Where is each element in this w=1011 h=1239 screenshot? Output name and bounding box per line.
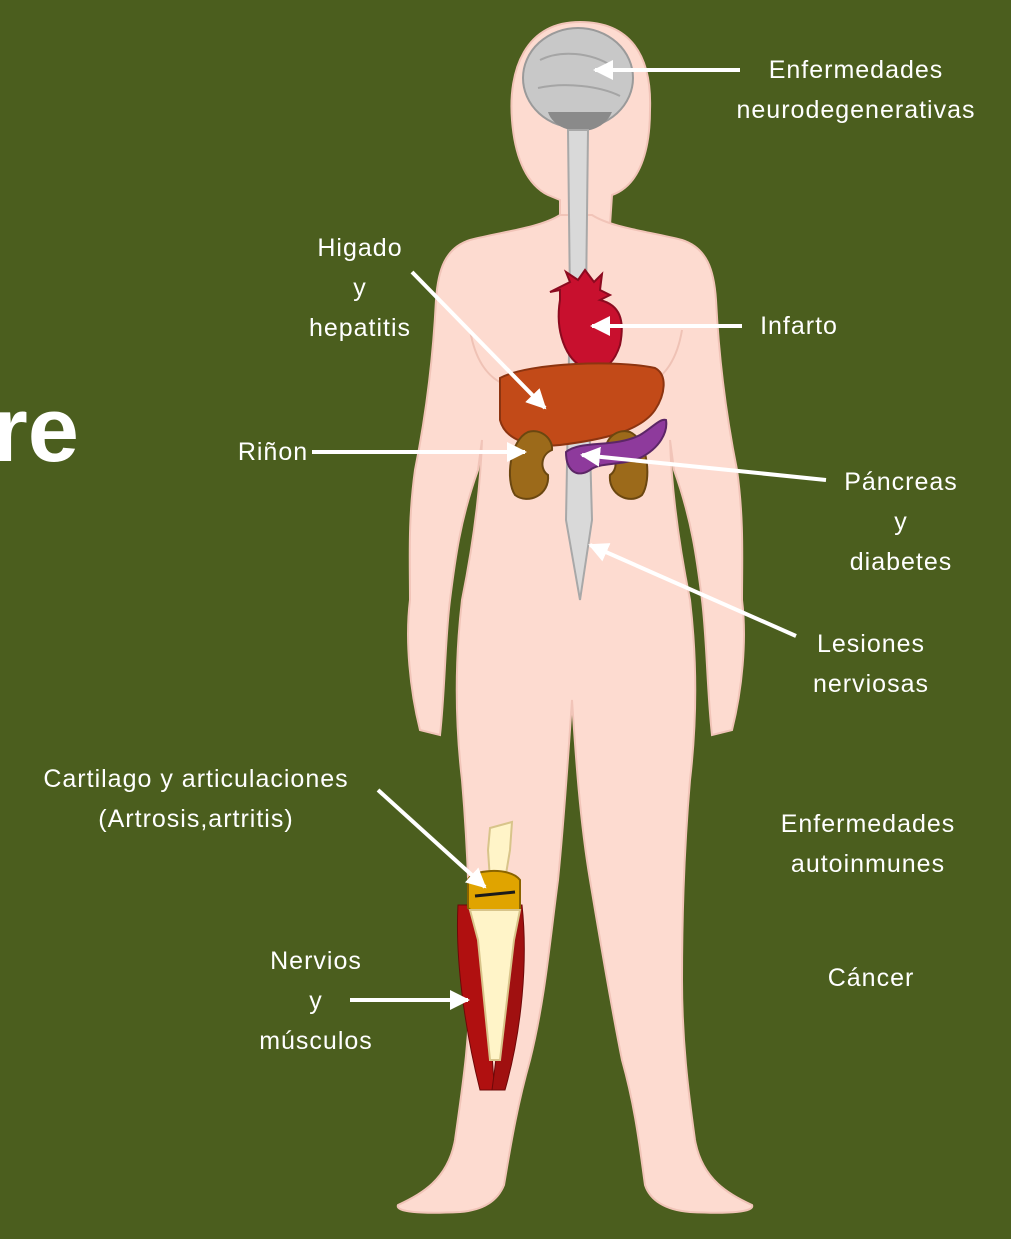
label-cartilage: Cartilago y articulaciones(Artrosis,artr… <box>6 759 386 839</box>
label-kidney: Riñon <box>228 432 318 472</box>
title-fragment: re <box>0 380 79 480</box>
label-infarct: Infarto <box>744 306 854 346</box>
label-cancer: Cáncer <box>806 958 936 998</box>
